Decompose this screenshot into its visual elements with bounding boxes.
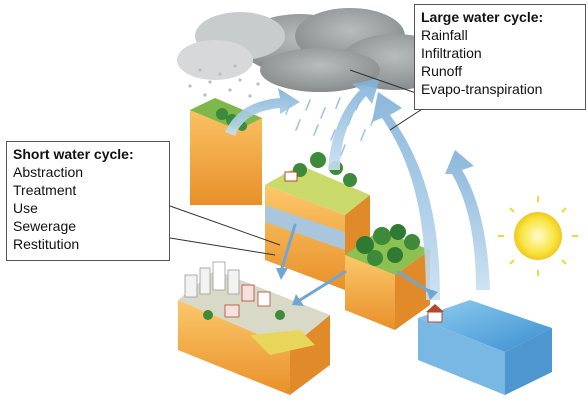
short-cycle-arrows [280,223,432,302]
short-cycle-item-sewerage: Sewerage [13,218,77,234]
cloud-group [177,8,450,92]
short-callout-pointer-2 [169,237,276,256]
short-cycle-title: Short water cycle: [13,146,134,162]
city-block [178,261,330,395]
lake-block [418,300,552,395]
large-water-cycle-callout: Large water cycle: Rainfall Infiltration… [414,4,586,110]
short-callout-pointer-1 [169,205,281,246]
evaporation-arrows [225,78,490,300]
large-cycle-item-infiltration: Infiltration [421,45,482,61]
treatment-block [265,152,370,290]
short-cycle-item-treatment: Treatment [13,182,77,198]
short-cycle-item-restitution: Restitution [13,236,80,252]
sun-icon [498,196,578,276]
short-cycle-arrowheads [276,268,438,306]
forest-block [345,224,430,330]
large-cycle-title: Large water cycle: [421,9,544,25]
rainfall [285,97,376,156]
short-cycle-item-use: Use [13,200,38,216]
short-cycle-item-abstraction: Abstraction [13,164,84,180]
short-water-cycle-callout: Short water cycle: Abstraction Treatment… [6,141,170,261]
large-cycle-item-runoff: Runoff [421,63,462,79]
large-cycle-item-rainfall: Rainfall [421,27,468,43]
large-cycle-item-evapotranspiration: Evapo-transpiration [421,81,543,97]
